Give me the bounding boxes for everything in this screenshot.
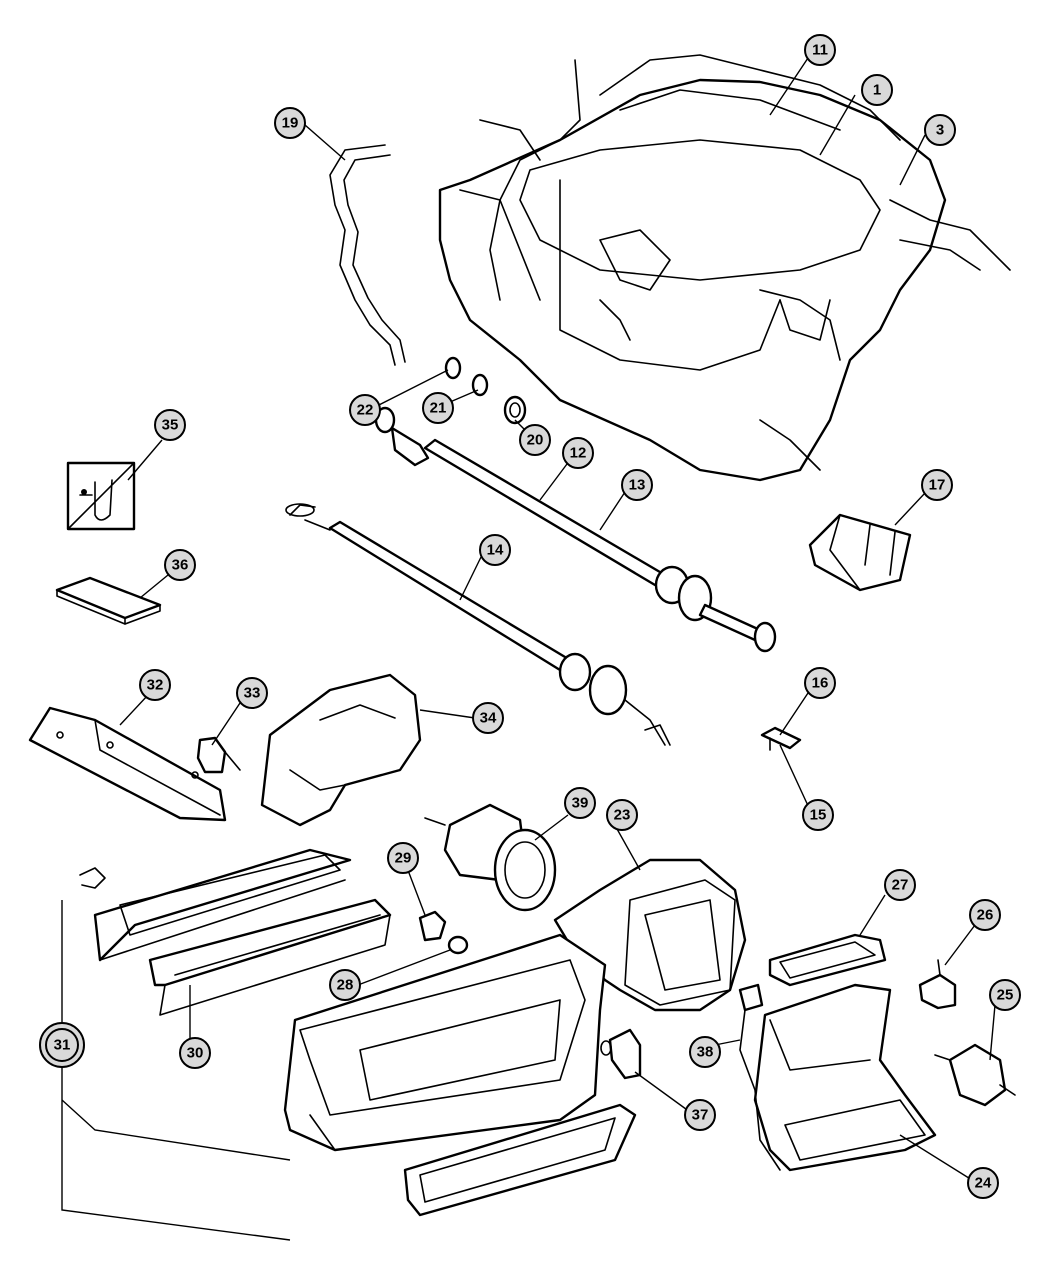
callout-35: 35: [154, 409, 186, 441]
refrigerant-tube-lower: [285, 503, 671, 746]
blower-resistor: [600, 1028, 642, 1080]
svg-text:28: 28: [337, 977, 354, 994]
vacuum-switch: [918, 959, 957, 1010]
callout-3: 3: [924, 114, 956, 146]
svg-text:14: 14: [487, 542, 504, 559]
svg-text:32: 32: [147, 677, 164, 694]
callout-38: 38: [689, 1036, 721, 1068]
callout-14: 14: [479, 534, 511, 566]
svg-text:16: 16: [812, 675, 829, 692]
svg-text:34: 34: [480, 710, 497, 727]
clip-31: [79, 867, 106, 889]
callout-33: 33: [236, 677, 268, 709]
svg-text:39: 39: [572, 795, 589, 812]
o-ring-seals: [444, 356, 527, 425]
svg-text:15: 15: [810, 807, 827, 824]
insulator-pad: [55, 576, 162, 625]
callout-31: 31: [39, 1022, 85, 1068]
svg-text:11: 11: [812, 42, 828, 59]
blower-motor: [424, 803, 557, 912]
svg-text:30: 30: [187, 1045, 204, 1062]
filter-door: [93, 848, 352, 962]
callout-22: 22: [349, 394, 381, 426]
housing-seal: [403, 1103, 637, 1217]
callout-37: 37: [684, 1099, 716, 1131]
support-bracket: [28, 706, 227, 822]
gasket-27: [768, 933, 887, 987]
foam-block: [808, 513, 912, 592]
callout-30: 30: [179, 1037, 211, 1069]
nut-29: [418, 910, 447, 942]
recirculation-module: [753, 983, 937, 1172]
callout-23: 23: [606, 799, 638, 831]
warning-label: [66, 461, 136, 531]
air-duct: [260, 673, 422, 827]
actuator: [934, 1043, 1016, 1107]
svg-text:21: 21: [430, 400, 447, 417]
svg-text:37: 37: [692, 1107, 709, 1124]
svg-text:17: 17: [929, 477, 946, 494]
retainer-clip: [196, 736, 241, 774]
callout-15: 15: [802, 799, 834, 831]
callout-19: 19: [274, 107, 306, 139]
callout-11: 11: [804, 34, 836, 66]
callout-36: 36: [164, 549, 196, 581]
refrigerant-tube-upper: [374, 406, 777, 653]
callout-29: 29: [387, 842, 419, 874]
air-filter: [148, 898, 392, 1016]
callout-28: 28: [329, 969, 361, 1001]
heater-hose: [329, 144, 406, 366]
svg-text:31: 31: [54, 1037, 71, 1054]
callout-21: 21: [422, 392, 454, 424]
washer-28: [447, 935, 469, 955]
lower-housing: [283, 933, 607, 1152]
callout-32: 32: [139, 669, 171, 701]
svg-text:3: 3: [936, 122, 944, 139]
clip: [760, 726, 802, 751]
svg-text:26: 26: [977, 907, 994, 924]
callout-24: 24: [967, 1167, 999, 1199]
svg-text:38: 38: [697, 1044, 714, 1061]
svg-text:22: 22: [357, 402, 374, 419]
callout-26: 26: [969, 899, 1001, 931]
callout-13: 13: [621, 469, 653, 501]
callout-1: 1: [861, 74, 893, 106]
callout-20: 20: [519, 424, 551, 456]
svg-text:29: 29: [395, 850, 412, 867]
svg-text:35: 35: [162, 417, 179, 434]
svg-text:20: 20: [527, 432, 544, 449]
svg-text:19: 19: [282, 115, 299, 132]
svg-text:24: 24: [975, 1175, 992, 1192]
svg-text:36: 36: [172, 557, 189, 574]
svg-text:1: 1: [873, 82, 881, 99]
wire-harness-38: [738, 983, 781, 1171]
callout-12: 12: [562, 437, 594, 469]
callout-27: 27: [884, 869, 916, 901]
leader-lines: [61, 54, 996, 1241]
callout-34: 34: [472, 702, 504, 734]
callout-25: 25: [989, 979, 1021, 1011]
callout-17: 17: [921, 469, 953, 501]
svg-text:33: 33: [244, 685, 261, 702]
svg-text:13: 13: [629, 477, 646, 494]
callout-16: 16: [804, 667, 836, 699]
svg-text:27: 27: [892, 877, 909, 894]
svg-text:23: 23: [614, 807, 631, 824]
heater-housing-assembly: [438, 54, 1011, 482]
svg-text:25: 25: [997, 987, 1014, 1004]
svg-text:12: 12: [570, 445, 587, 462]
callout-39: 39: [564, 787, 596, 819]
